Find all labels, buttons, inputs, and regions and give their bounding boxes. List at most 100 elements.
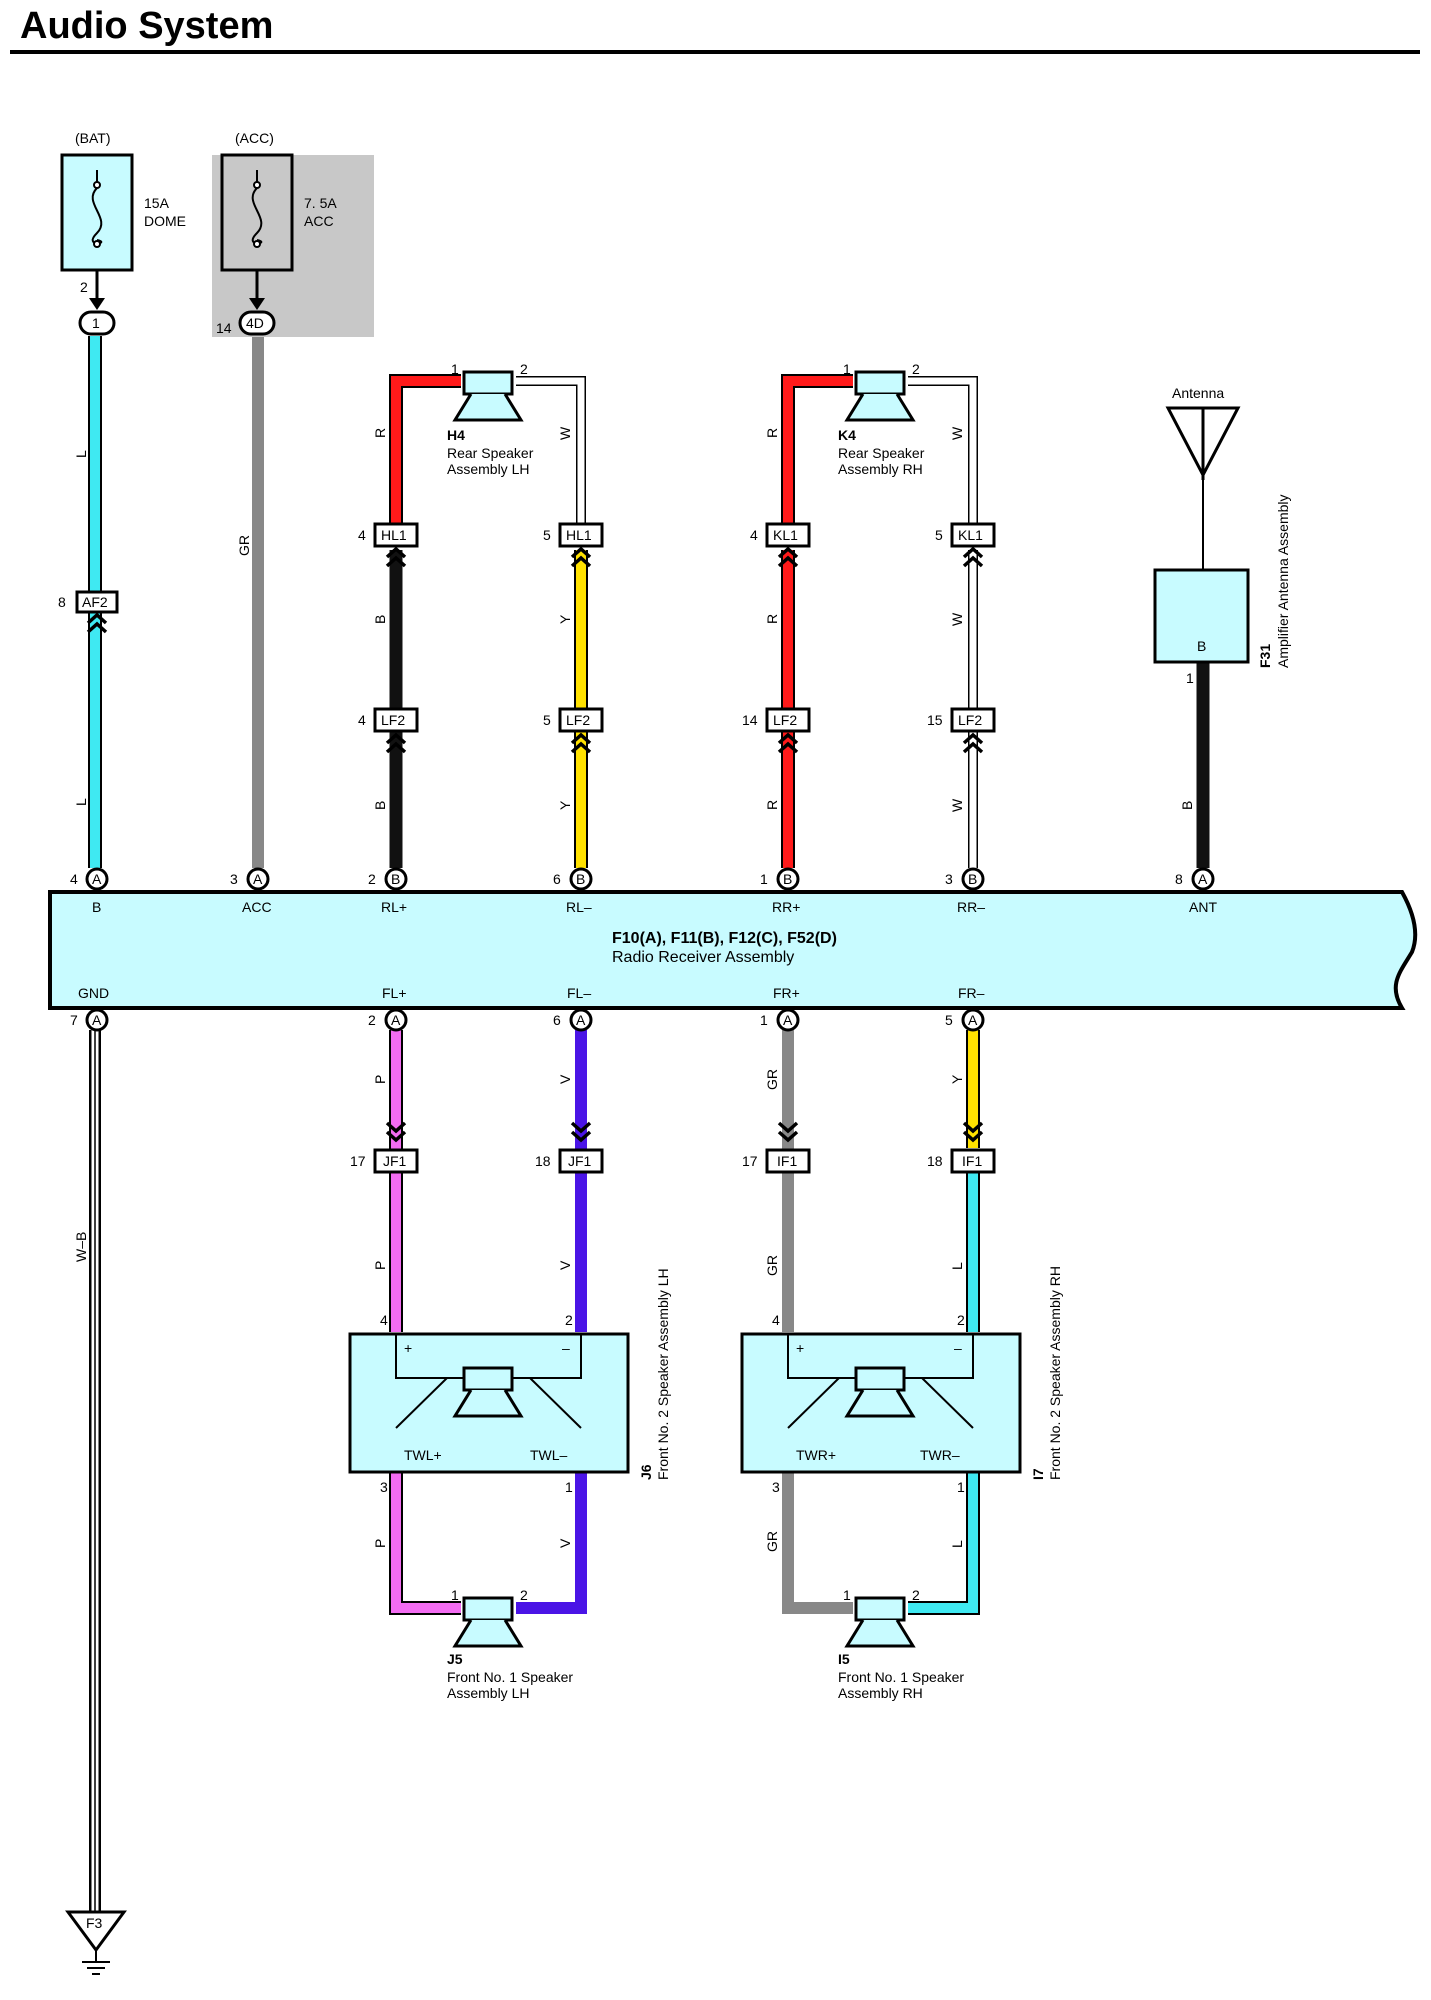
pin-conn: B xyxy=(391,871,400,887)
fuse-acc-pin: 14 xyxy=(216,320,232,336)
pin-num: 4 xyxy=(70,871,78,887)
connector-jf1-a-name: JF1 xyxy=(383,1153,407,1169)
antenna-pin: 1 xyxy=(1186,670,1194,686)
pin-label: RL– xyxy=(566,899,592,915)
speaker-k4-pin1: 1 xyxy=(843,361,851,377)
speaker-h4-line2: Assembly LH xyxy=(447,461,529,477)
connector-hl1-a: 4 HL1 xyxy=(358,522,419,568)
j6-pin4: 4 xyxy=(380,1312,388,1328)
fuse-acc-name: ACC xyxy=(304,213,334,229)
fuse-dome: (BAT) 15A DOME 2 1 xyxy=(60,130,186,336)
connector-if1-b-num: 18 xyxy=(927,1153,943,1169)
connector-hl1-b: 5 HL1 xyxy=(543,522,604,568)
receiver-pin-fr-minus: FR– 5 A xyxy=(945,985,985,1032)
receiver-pin-rl-minus: 6 B RL– xyxy=(553,867,593,915)
receiver-pin-fr-plus: FR+ 1 A xyxy=(760,985,800,1032)
wire-label-fl-plus-low: P xyxy=(372,1261,388,1270)
speaker-k4-pin2: 2 xyxy=(912,361,920,377)
connector-lf2-2: 5 LF2 xyxy=(543,707,604,754)
wire-label-rl-plus-mid: B xyxy=(372,615,388,624)
speaker-i5: 1 2 I5 Front No. 1 Speaker Assembly RH xyxy=(838,1587,964,1701)
pin-conn: B xyxy=(968,871,977,887)
connector-lf2-1-num: 4 xyxy=(358,712,366,728)
pin-num: 6 xyxy=(553,871,561,887)
speaker-j5-pin2: 2 xyxy=(520,1587,528,1603)
speaker-j5: 1 2 J5 Front No. 1 Speaker Assembly LH xyxy=(447,1587,573,1701)
wire-label-fr-plus-low: GR xyxy=(764,1255,780,1276)
wire-label-rl-minus-mid: Y xyxy=(557,614,573,624)
pin-label: FR+ xyxy=(773,985,800,1001)
speaker-k4-line2: Assembly RH xyxy=(838,461,923,477)
connector-kl1-a-name: KL1 xyxy=(773,527,798,543)
pin-num: 7 xyxy=(70,1012,78,1028)
ground-f3: F3 xyxy=(65,1910,127,1975)
wire-j5-v xyxy=(516,1472,587,1614)
wire-label-i5-gr: GR xyxy=(764,1531,780,1552)
pin-label: ANT xyxy=(1189,899,1217,915)
speaker-i7: + – TWR+ TWR– 4 2 3 1 I7 Front No. 2 Spe… xyxy=(740,1266,1063,1495)
connector-hl1-a-num: 4 xyxy=(358,527,366,543)
connector-lf2-4-num: 15 xyxy=(927,712,943,728)
speaker-h4-pin2: 2 xyxy=(520,361,528,377)
fuse-acc-conn xyxy=(238,310,276,336)
pin-num: 8 xyxy=(1175,871,1183,887)
i7-tw-minus: TWR– xyxy=(920,1447,960,1463)
fuse-acc-rating: 7. 5A xyxy=(304,195,337,211)
i7-pin1: 1 xyxy=(957,1479,965,1495)
receiver-pin-fl-plus: FL+ 2 A xyxy=(368,985,408,1032)
receiver-pin-rl-plus: 2 B RL+ xyxy=(368,867,408,915)
connector-lf2-3: 14 LF2 xyxy=(742,707,811,754)
speaker-i5-code: I5 xyxy=(838,1651,850,1667)
pin-conn: A xyxy=(968,1012,978,1028)
pin-num: 3 xyxy=(945,871,953,887)
receiver-name: Radio Receiver Assembly xyxy=(612,949,794,966)
pin-conn: A xyxy=(783,1012,793,1028)
speaker-i5-line2: Assembly RH xyxy=(838,1685,923,1701)
j6-plus: + xyxy=(404,1340,412,1356)
wire-label-k4-r: R xyxy=(764,428,780,438)
receiver-title: F10(A), F11(B), F12(C), F52(D) xyxy=(612,930,837,947)
speaker-h4-pin1: 1 xyxy=(451,361,459,377)
connector-kl1-a-num: 4 xyxy=(750,527,758,543)
fuse-dome-rating: 15A xyxy=(144,195,170,211)
ground-icon xyxy=(65,1910,127,1953)
connector-if1-b: 18 IF1 xyxy=(927,1121,996,1174)
wire-label-h4-w: W xyxy=(557,426,573,440)
speaker-k4: 1 2 K4 Rear Speaker Assembly RH xyxy=(838,361,925,477)
j6-pin2: 2 xyxy=(565,1312,573,1328)
wire-label-bat-top: L xyxy=(73,450,89,458)
connector-af2-name: AF2 xyxy=(82,594,108,610)
fuse-dome-source: (BAT) xyxy=(75,130,111,146)
pin-num: 2 xyxy=(368,1012,376,1028)
connector-jf1-a: 17 JF1 xyxy=(350,1121,419,1174)
speaker-j5-line2: Assembly LH xyxy=(447,1685,529,1701)
wire-label-j5-p: P xyxy=(372,1539,388,1548)
receiver-pin-ant: 8 A ANT xyxy=(1175,867,1217,915)
pin-conn: A xyxy=(253,871,263,887)
diagram-title: Audio System xyxy=(20,5,273,47)
connector-lf2-1-name: LF2 xyxy=(381,712,405,728)
connector-if1-a-num: 17 xyxy=(742,1153,758,1169)
receiver-pin-b: 4 A B xyxy=(70,867,109,915)
fuse-dome-conn-pin: 1 xyxy=(92,315,100,331)
pin-conn: B xyxy=(576,871,585,887)
i7-tw-plus: TWR+ xyxy=(796,1447,836,1463)
receiver-bottom-pins: GND 7 A FL+ 2 A FL– 6 A FR+ 1 A FR– 5 A xyxy=(70,985,985,1032)
wire-label-fl-plus-up: P xyxy=(372,1075,388,1084)
i7-pin2: 2 xyxy=(957,1312,965,1328)
antenna-amp-box xyxy=(1153,568,1250,664)
connector-kl1-b-name: KL1 xyxy=(958,527,983,543)
j6-minus: – xyxy=(562,1340,570,1356)
receiver-pin-acc: 3 A ACC xyxy=(230,867,272,915)
antenna-label: Antenna xyxy=(1172,385,1224,401)
pin-label: RL+ xyxy=(381,899,407,915)
wire-label-fl-minus-low: V xyxy=(557,1260,573,1270)
pin-conn: B xyxy=(783,871,792,887)
antenna-code: F31 xyxy=(1257,644,1273,668)
i7-pin3: 3 xyxy=(772,1479,780,1495)
j6-name: Front No. 2 Speaker Assembly LH xyxy=(655,1268,671,1480)
connector-kl1-a: 4 KL1 xyxy=(750,522,811,568)
speaker-j6: + – TWL+ TWL– 4 2 3 1 J6 Front No. 2 Spe… xyxy=(348,1268,671,1495)
pin-num: 5 xyxy=(945,1012,953,1028)
connector-kl1-b-num: 5 xyxy=(935,527,943,543)
